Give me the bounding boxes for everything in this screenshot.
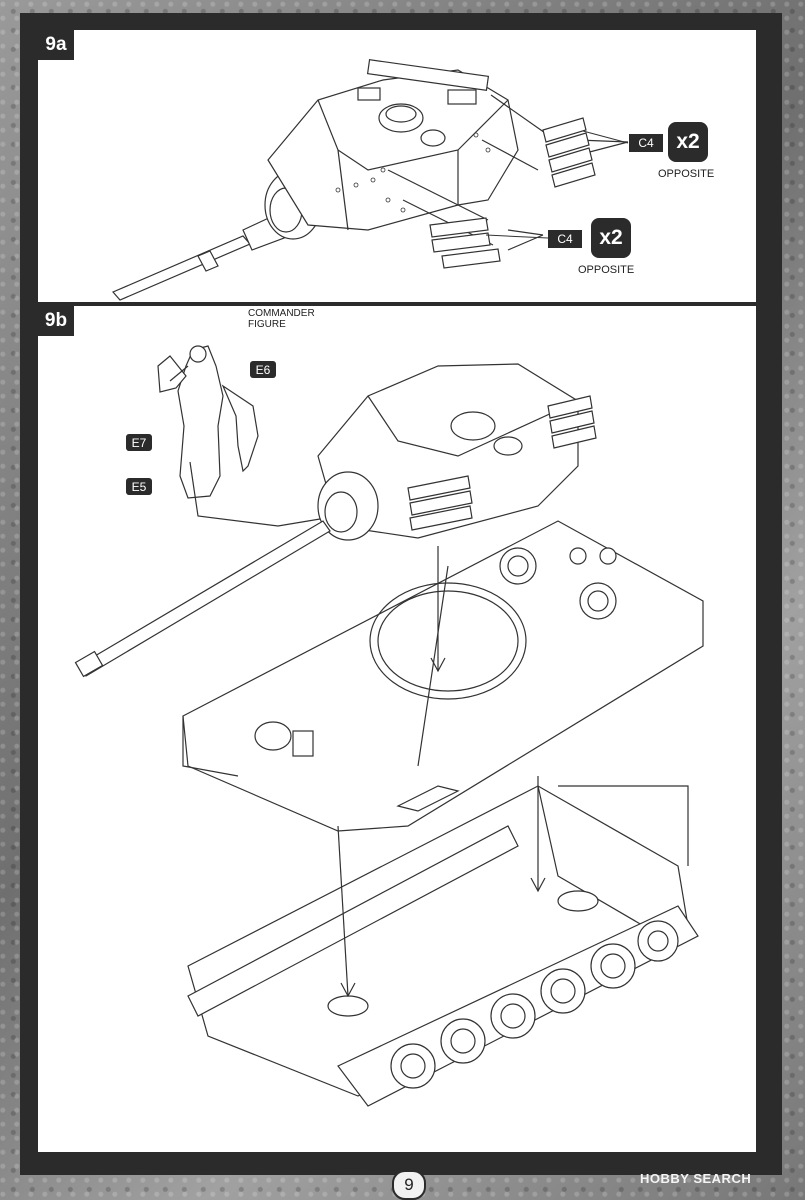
page-number: 9 xyxy=(392,1170,426,1200)
track-left xyxy=(187,825,519,1017)
opposite-note: OPPOSITE xyxy=(578,264,635,276)
callout-connector-lines xyxy=(485,130,629,239)
quantity-text: x2 xyxy=(599,226,623,249)
part-callout-e7: E7 xyxy=(126,434,152,451)
watermark: HOBBY SEARCH xyxy=(640,1171,752,1186)
opposite-note: OPPOSITE xyxy=(658,168,715,180)
part-callout-c4-lower: C4 xyxy=(548,230,582,248)
quantity-badge: x2 xyxy=(668,122,708,162)
figure-label-line-2: FIGURE xyxy=(248,319,286,330)
quantity-text: x2 xyxy=(676,130,700,153)
commander-figure xyxy=(177,345,224,499)
road-wheels xyxy=(390,920,679,1089)
quantity-badge: x2 xyxy=(591,218,631,258)
gun-barrel xyxy=(112,235,251,301)
step-label-9b: 9b xyxy=(38,306,74,336)
part-number: E7 xyxy=(131,435,147,450)
part-number: E5 xyxy=(131,479,147,494)
turret-body xyxy=(267,69,519,231)
part-number: C4 xyxy=(557,232,573,246)
step-label-9a: 9a xyxy=(38,30,74,60)
turret-side-armor-diagram xyxy=(112,59,629,301)
turret-ring xyxy=(369,582,527,700)
part-number: C4 xyxy=(638,136,654,150)
step-9a-panel: 9a C4 x2 OPPOSITE C4 x2 OPPOSITE xyxy=(38,30,756,302)
spare-track-links-upper xyxy=(542,117,596,188)
spare-track-links-lower xyxy=(429,217,501,269)
part-callout-c4-upper: C4 xyxy=(629,134,663,152)
hull-and-turret-assembly-diagram xyxy=(74,345,704,1107)
part-number: E6 xyxy=(255,362,271,377)
step-9b-panel: 9b COMMANDER FIGURE E6 E7 E5 xyxy=(38,306,756,1152)
figure-label: COMMANDER FIGURE xyxy=(248,308,315,330)
part-callout-e5: E5 xyxy=(126,478,152,495)
figure-label-line-1: COMMANDER xyxy=(248,308,315,319)
part-callout-e6: E6 xyxy=(250,361,276,378)
